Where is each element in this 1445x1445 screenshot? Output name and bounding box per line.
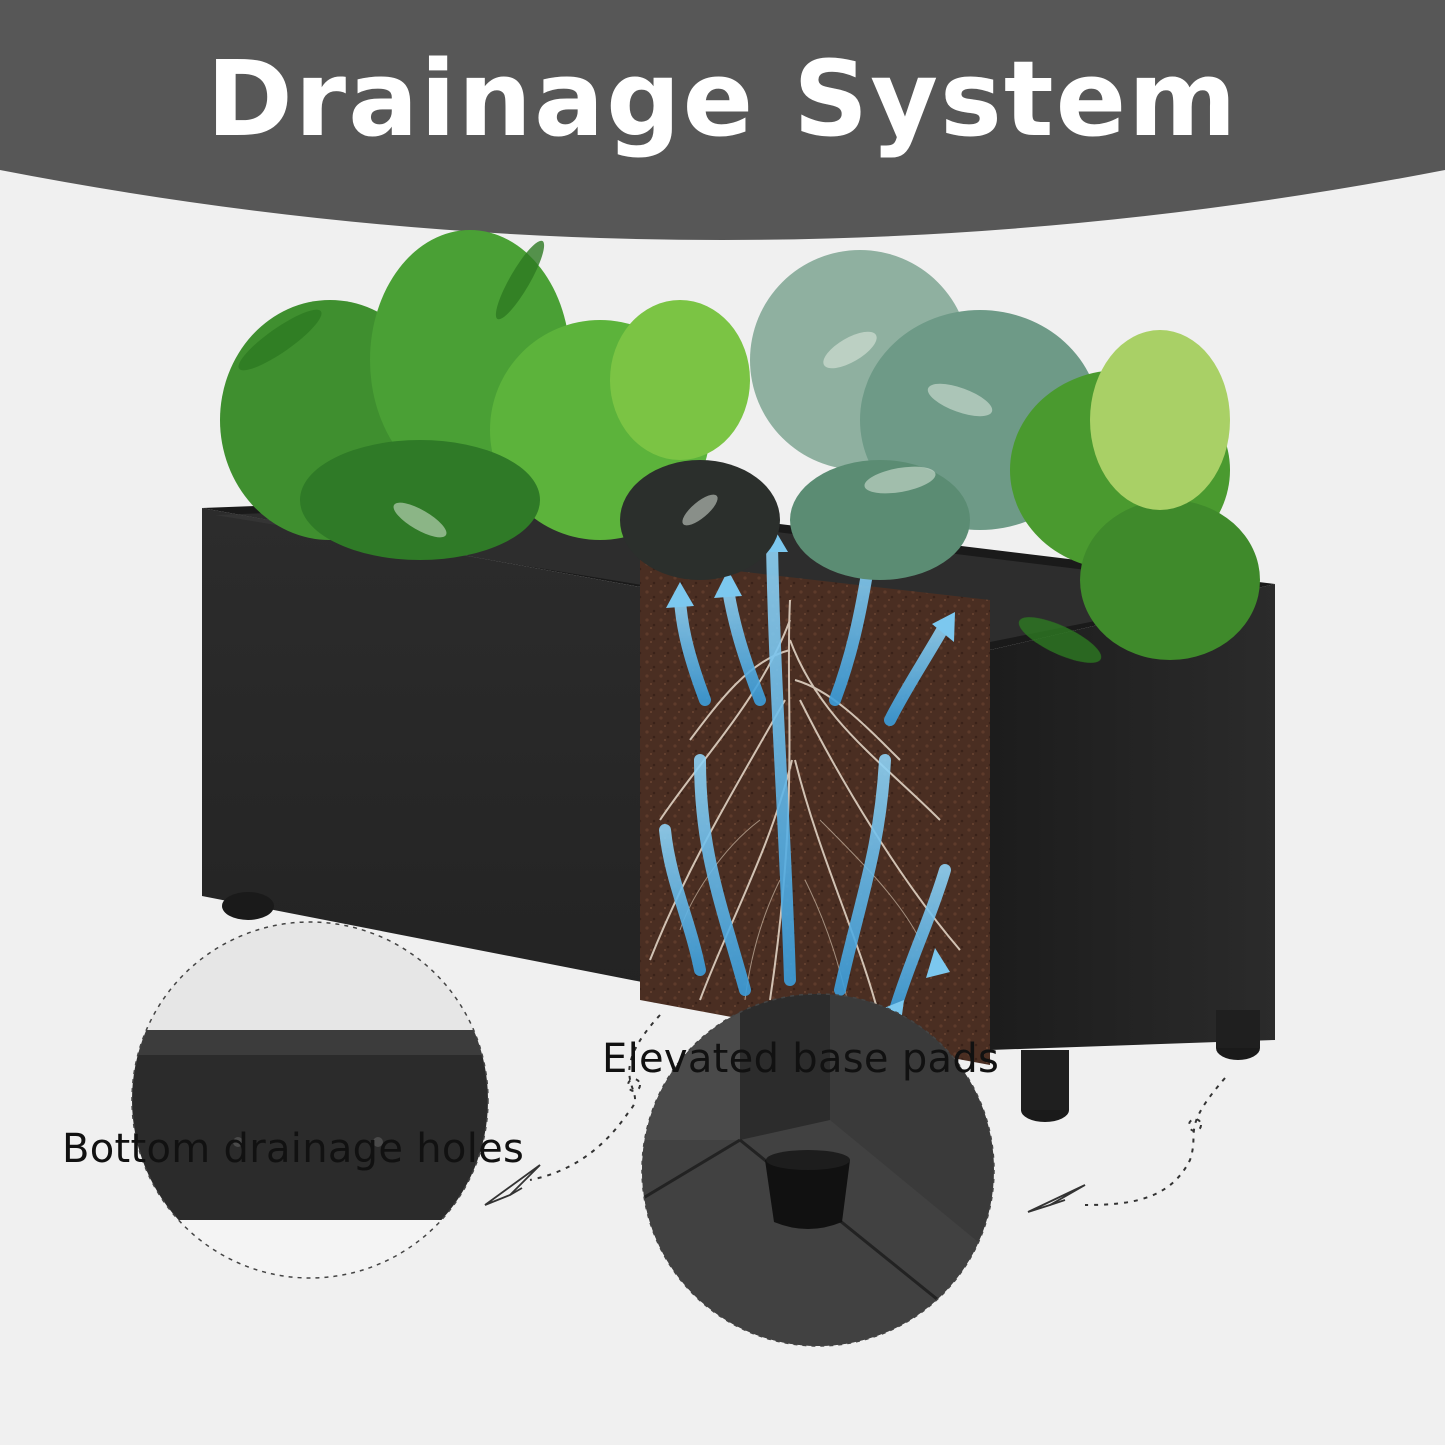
callout-label-drainage-holes: Bottom drainage holes [62,1126,525,1172]
foliage [220,230,1260,663]
header-band [0,0,1445,240]
drainage-holes-zoom [131,921,489,1279]
drainage-hole [233,1137,243,1147]
page-title: Drainage System [206,38,1239,160]
paper-plane-icon [484,1164,541,1206]
callout-connectors [529,1014,1226,1206]
callout-label-base-pads: Elevated base pads [602,1036,1000,1082]
drainage-hole [373,1137,383,1147]
rubber-foot-pad [765,1160,850,1229]
paper-plane-icon [1027,1184,1086,1213]
water-flow-arrows [659,539,951,1016]
